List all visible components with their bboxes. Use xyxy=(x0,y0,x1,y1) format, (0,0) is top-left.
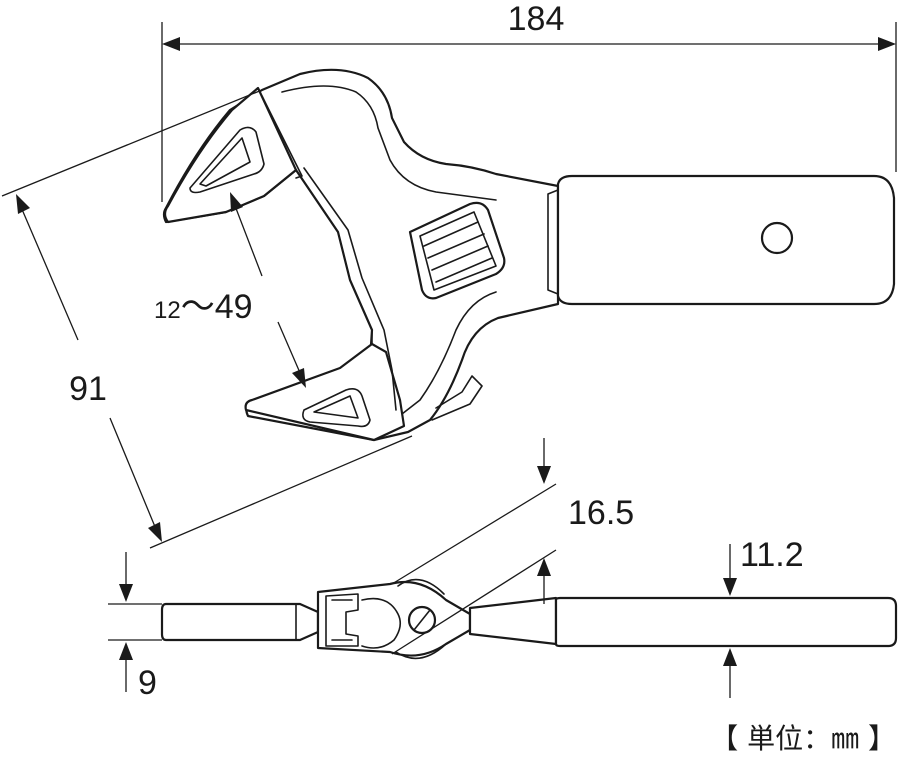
handle-thickness-label: 11.2 xyxy=(740,536,804,574)
wrench-lower-bracket xyxy=(431,375,483,421)
arrow-16-5-up-icon xyxy=(537,558,551,576)
arrow-11-2-down-icon xyxy=(723,578,737,596)
wrench-head-inner-contour xyxy=(281,85,497,201)
jaw-range-label: 12～49 xyxy=(154,288,253,326)
wrench-hang-hole xyxy=(760,221,794,255)
arrow-16-5-down-icon xyxy=(537,466,551,484)
wrench-side-view xyxy=(160,578,898,660)
dimension-line-jaw-upper xyxy=(231,197,263,277)
arrow-11-2-up-icon xyxy=(723,648,737,666)
side-handle xyxy=(554,596,898,648)
side-head-jaw-block-inner xyxy=(331,599,353,641)
wrench-top-view xyxy=(162,68,896,442)
side-neck xyxy=(468,596,558,646)
wrench-fixed-jaw-face xyxy=(261,95,303,179)
arrow-right-icon xyxy=(878,37,896,51)
wrench-jaw-slide-edge xyxy=(303,167,397,411)
jaw-range-sep: ～ xyxy=(181,288,215,326)
extension-line-16-5-b xyxy=(391,549,557,655)
side-head-jaw-block xyxy=(325,593,359,647)
dimension-head-thickness: 16.5 xyxy=(391,438,634,655)
dimension-head-height: 91 xyxy=(1,89,413,549)
wrench-lower-jaw-window xyxy=(302,388,371,428)
wrench-worm-threads xyxy=(423,221,493,283)
handle-end-thickness-label: 9 xyxy=(138,664,157,702)
dimension-line-91-upper xyxy=(17,199,79,341)
head-thickness-label: 16.5 xyxy=(568,494,634,532)
wrench-lower-jaw xyxy=(244,342,406,442)
side-head-bottom-arc xyxy=(395,643,447,660)
extension-line-16-5-a xyxy=(391,483,557,585)
wrench-handle-ferrule-line xyxy=(547,189,559,295)
dimension-handle-thickness: 11.2 xyxy=(723,536,804,698)
dimension-overall-length: 184 xyxy=(161,0,897,202)
wrench-upper-jaw-window-inner xyxy=(199,137,251,187)
wrench-upper-jaw xyxy=(163,86,298,224)
wrench-lower-jaw-window-inner xyxy=(313,395,359,419)
arrow-up-icon xyxy=(16,194,30,214)
dimension-line-91-lower xyxy=(109,417,159,535)
arrow-jaw-bottom-icon xyxy=(292,368,306,388)
overall-length-label: 184 xyxy=(508,0,565,38)
wrench-worm-gear xyxy=(419,211,497,291)
jaw-range-max: 49 xyxy=(215,288,253,326)
dimension-handle-end-thickness: 9 xyxy=(108,552,162,702)
arrow-9-up-icon xyxy=(119,642,133,660)
arrow-down-icon xyxy=(148,522,162,542)
arrow-left-icon xyxy=(162,37,180,51)
wrench-jaw-slide xyxy=(295,169,373,345)
wrench-handle xyxy=(556,174,896,306)
arrow-jaw-top-icon xyxy=(230,192,243,212)
unit-note: 【 単位：㎜ 】 xyxy=(710,722,896,755)
wrench-neck-lower-contour xyxy=(401,291,497,415)
extension-line-91-top xyxy=(1,89,263,197)
jaw-range-min: 12 xyxy=(154,297,181,324)
extension-line-91-bottom xyxy=(149,435,413,549)
dimension-jaw-range: 12～49 xyxy=(154,192,306,388)
wrench-upper-jaw-window xyxy=(189,126,265,194)
side-head-top-arc xyxy=(397,578,445,595)
side-worm-screw-slot xyxy=(413,609,431,631)
side-left-bar xyxy=(160,602,320,642)
head-height-label: 91 xyxy=(69,370,107,408)
side-head-hook xyxy=(361,597,402,649)
arrow-9-down-icon xyxy=(119,584,133,602)
